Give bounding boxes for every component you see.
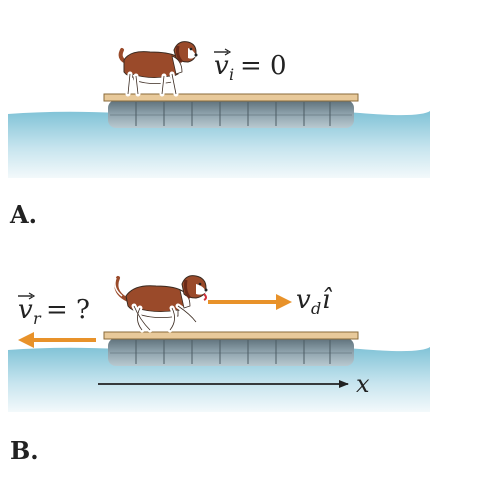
panel-b: v d î v r = ? x (8, 275, 430, 412)
raft-velocity-label: v r = ? (18, 292, 90, 328)
raft-velocity-symbol: v (18, 295, 33, 325)
dog-velocity-unit: î (322, 285, 333, 315)
raft-floats-b (108, 338, 354, 366)
dog-running (114, 275, 208, 333)
raft-floats-a (108, 100, 354, 128)
raft-deck-b (103, 331, 359, 340)
velocity-initial-label: v i = 0 (214, 48, 287, 84)
dog-velocity-label: v d î (296, 285, 333, 318)
velocity-initial-subscript: i (229, 65, 234, 84)
x-axis: x (98, 370, 370, 398)
raft-deck-a (103, 93, 359, 102)
panel-label-b: B. (10, 436, 39, 465)
raft-velocity-subscript: r (33, 309, 42, 328)
raft-velocity-arrow (18, 332, 96, 348)
x-axis-label: x (356, 370, 370, 398)
dog-standing (118, 41, 198, 97)
velocity-initial-equals: = 0 (240, 51, 287, 81)
dog-velocity-symbol: v (296, 285, 311, 315)
panel-label-a: A. (10, 200, 37, 229)
dog-velocity-arrow (208, 294, 292, 310)
velocity-initial-symbol: v (214, 51, 229, 81)
dog-velocity-subscript: d (311, 299, 321, 318)
panel-a: v i = 0 (8, 41, 430, 178)
raft-velocity-equals: = ? (46, 295, 90, 325)
